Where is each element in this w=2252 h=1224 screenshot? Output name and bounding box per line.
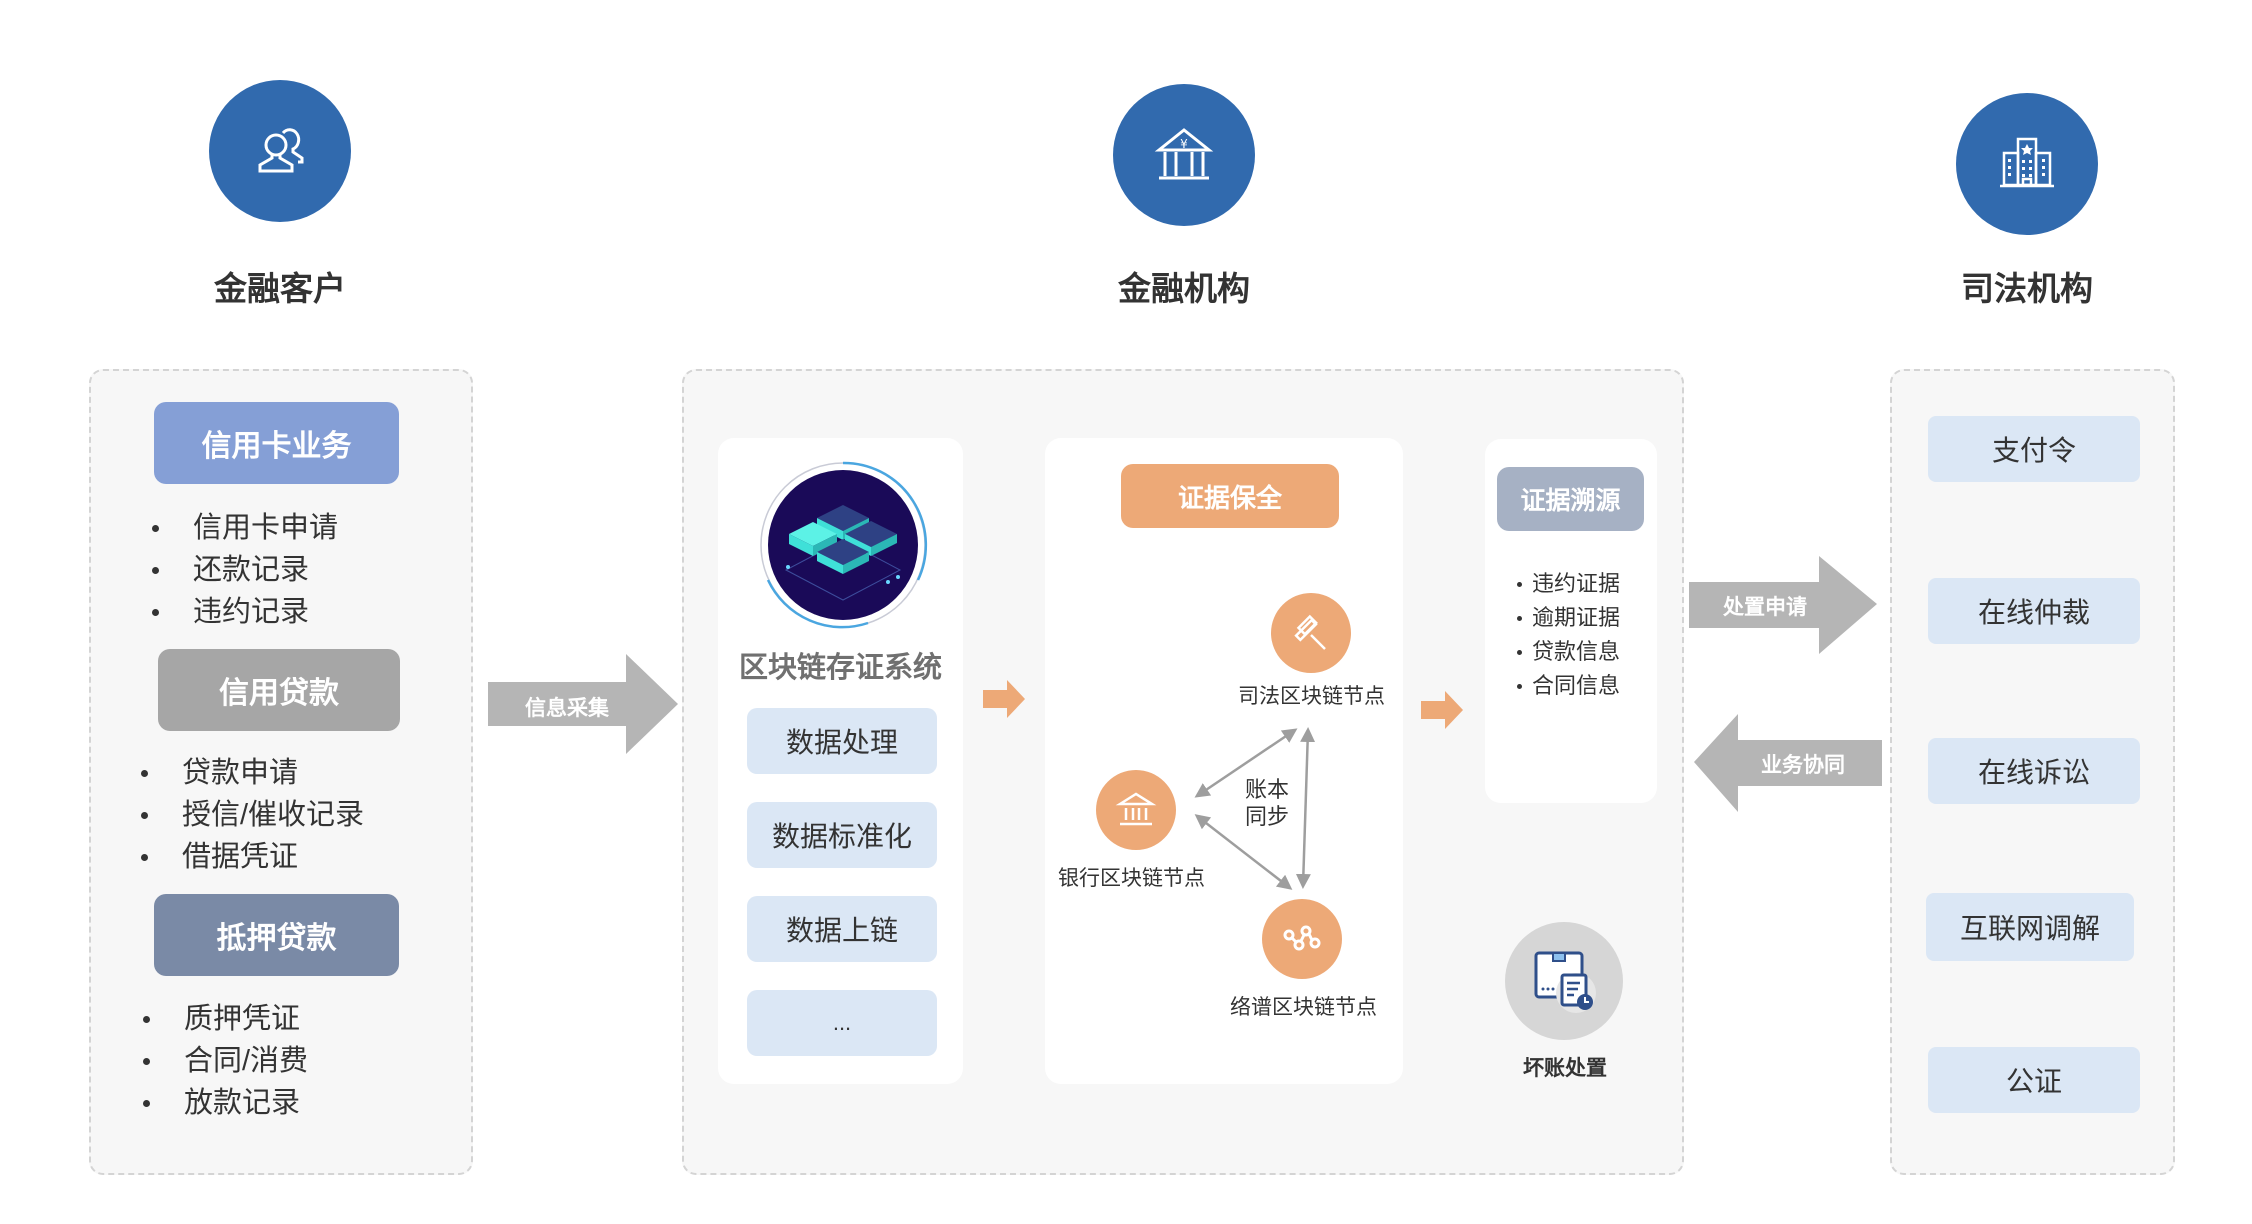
evidence-tracing-items: 违约证据 逾期证据 贷款信息 合同信息 (1517, 567, 1620, 703)
category-credit-loan[interactable]: 信用贷款 (158, 649, 400, 731)
credit-card-items: 信用卡申请 还款记录 违约记录 (152, 507, 338, 633)
step-data-processing[interactable]: 数据处理 (747, 708, 937, 774)
step-data-standardization[interactable]: 数据标准化 (747, 802, 937, 868)
sync-arrow-bank-network (1194, 814, 1293, 890)
actor-title-judicial: 司法机构 (1961, 270, 2093, 307)
bullet-icon (152, 524, 159, 532)
blockchain-servers-icon (758, 460, 928, 630)
bullet-icon (141, 811, 148, 819)
step-data-on-chain[interactable]: 数据上链 (747, 896, 937, 962)
service-notarization[interactable]: 公证 (1928, 1047, 2140, 1113)
list-item: 借据凭证 (141, 836, 364, 878)
list-item: 合同/消费 (143, 1040, 308, 1082)
business-coop-arrow-shape (1694, 714, 1882, 812)
bullet-icon (143, 1015, 150, 1023)
package-document-clock-icon (1534, 951, 1596, 1013)
list-item: 贷款申请 (141, 752, 364, 794)
dispose-request-arrow-shape (1689, 556, 1877, 654)
judicial-avatar (1956, 93, 2098, 235)
institution-avatar: ¥ (1113, 84, 1255, 226)
flow-arrow-right-icon (983, 680, 1025, 718)
collect-arrow (488, 654, 678, 754)
bank-node-label: 银行区块链节点 (1058, 867, 1205, 890)
bank-node[interactable] (1096, 770, 1176, 850)
bullet-icon (1517, 581, 1522, 587)
bad-debt-label: 坏账处置 (1523, 1057, 1607, 1080)
category-credit-card[interactable]: 信用卡业务 (154, 402, 399, 484)
judicial-node-label: 司法区块链节点 (1238, 685, 1385, 708)
list-item: 贷款信息 (1517, 635, 1620, 669)
ledger-sync-label: 账本 同步 (1245, 777, 1290, 829)
evidence-tracing-title[interactable]: 证据溯源 (1497, 467, 1644, 531)
customer-business-panel (89, 369, 473, 1175)
business-coop-label: 业务协同 (1761, 754, 1845, 777)
bullet-icon (1517, 649, 1522, 655)
list-item: 放款记录 (143, 1082, 308, 1124)
list-item: 逾期证据 (1517, 601, 1620, 635)
service-internet-mediation[interactable]: 互联网调解 (1926, 893, 2134, 961)
bullet-icon (141, 853, 148, 861)
collect-arrow-label: 信息采集 (525, 697, 609, 720)
evidence-preservation-title[interactable]: 证据保全 (1121, 464, 1339, 528)
list-item: 合同信息 (1517, 669, 1620, 703)
gavel-icon (1294, 614, 1326, 650)
collect-arrow-shape (488, 654, 678, 754)
sync-arrow-bank-judicial (1194, 728, 1298, 798)
ledger-sync-arrows (1194, 727, 1316, 890)
bank-yuan-icon: ¥ (1154, 128, 1214, 180)
step-more[interactable]: ... (747, 990, 937, 1056)
judicial-node[interactable] (1271, 593, 1351, 673)
service-online-litigation[interactable]: 在线诉讼 (1928, 738, 2140, 804)
mortgage-loan-items: 质押凭证 合同/消费 放款记录 (143, 998, 308, 1124)
sync-arrow-judicial-network (1295, 727, 1316, 889)
flow-arrow-right-icon (1421, 691, 1463, 729)
list-item: 还款记录 (152, 549, 338, 591)
actor-title-institution: 金融机构 (1118, 270, 1250, 307)
dispose-request-arrow (1689, 556, 1877, 654)
bad-debt-button[interactable] (1505, 922, 1623, 1040)
service-online-arbitration[interactable]: 在线仲裁 (1928, 578, 2140, 644)
bullet-icon (1517, 683, 1522, 689)
building-star-icon (2000, 137, 2054, 188)
bullet-icon (143, 1057, 150, 1065)
blockchain-system-title: 区块链存证系统 (738, 652, 942, 684)
users-icon (258, 128, 304, 173)
list-item: 违约证据 (1517, 567, 1620, 601)
service-payment-order[interactable]: 支付令 (1928, 416, 2140, 482)
customer-avatar (209, 80, 351, 222)
credit-loan-items: 贷款申请 授信/催收记录 借据凭证 (141, 752, 364, 878)
list-item: 质押凭证 (143, 998, 308, 1040)
network-node[interactable] (1262, 899, 1342, 979)
list-item: 信用卡申请 (152, 507, 338, 549)
bullet-icon (141, 769, 148, 777)
network-nodes-icon (1283, 925, 1321, 951)
category-mortgage-loan[interactable]: 抵押贷款 (154, 894, 399, 976)
bullet-icon (152, 566, 159, 574)
dispose-request-label: 处置申请 (1723, 596, 1807, 619)
bullet-icon (1517, 615, 1522, 621)
bullet-icon (152, 608, 159, 616)
list-item: 违约记录 (152, 591, 338, 633)
actor-title-customer: 金融客户 (214, 270, 346, 307)
business-coop-arrow (1694, 714, 1882, 812)
bullet-icon (143, 1099, 150, 1107)
svg-text:¥: ¥ (1180, 137, 1188, 151)
list-item: 授信/催收记录 (141, 794, 364, 836)
network-node-label: 络谱区块链节点 (1230, 996, 1377, 1019)
bank-icon (1115, 792, 1157, 826)
